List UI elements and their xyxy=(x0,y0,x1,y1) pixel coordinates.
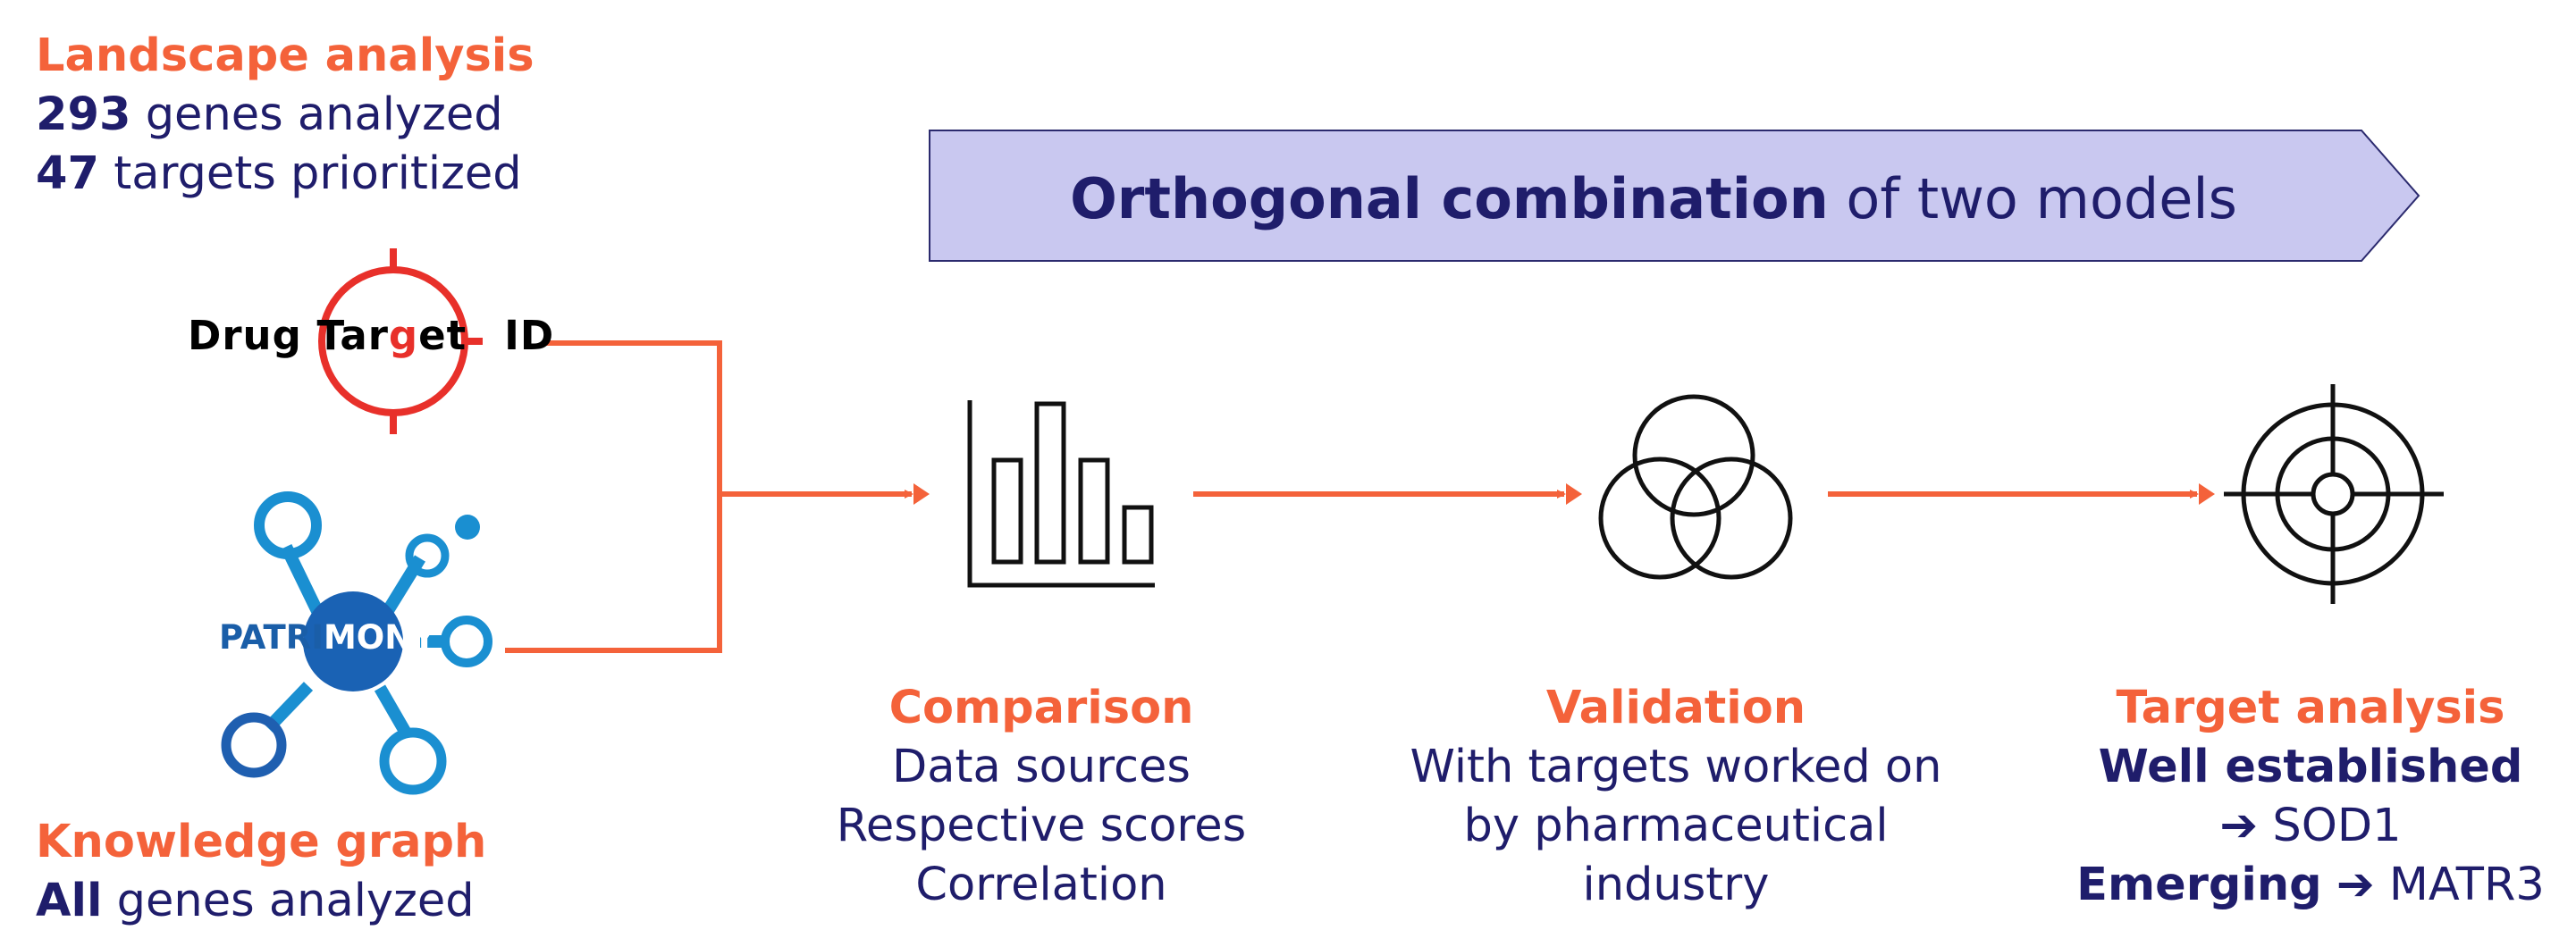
well-established-label: Well established xyxy=(2098,741,2523,793)
knowledge-block: Knowledge graph All genes analyzed xyxy=(36,813,486,931)
drug-target-logo-text-a: Drug Tar xyxy=(188,312,389,359)
validation-title: Validation xyxy=(1545,682,1806,734)
emerging-label: Emerging xyxy=(2076,859,2322,911)
comparison-title: Comparison xyxy=(888,682,1194,734)
comparison-line-2: Respective scores xyxy=(836,800,1247,852)
arrow-head-1 xyxy=(913,483,930,505)
validation-line-1: With targets worked on xyxy=(1410,741,1942,793)
landscape-block: Landscape analysis 293 genes analyzed 47… xyxy=(36,27,535,204)
patrimony-logo: PATRIMONY xyxy=(219,618,436,657)
genes-text: genes analyzed xyxy=(145,88,503,141)
validation-line-2: by pharmaceutical xyxy=(1463,800,1889,852)
comparison-line-3: Correlation xyxy=(915,859,1167,911)
drug-target-logo: Drug Target ID xyxy=(188,312,554,359)
arrow-right-icon: ➔ xyxy=(2336,859,2375,911)
banner-bold: Orthogonal combination xyxy=(1070,165,1829,231)
genes-count: 293 xyxy=(36,88,131,141)
drug-target-logo-text-b: et xyxy=(418,312,467,359)
knowledge-rest: genes analyzed xyxy=(116,875,475,927)
genes-analyzed-line: 293 genes analyzed xyxy=(36,86,535,145)
connector-lines xyxy=(505,340,2199,653)
drug-target-crosshair xyxy=(318,248,483,434)
arrow-head-3 xyxy=(2199,483,2215,505)
validation-line-3: industry xyxy=(1582,859,1770,911)
venn-diagram-icon xyxy=(1598,394,1793,580)
landscape-heading: Landscape analysis xyxy=(36,29,535,82)
targets-count: 47 xyxy=(36,147,99,200)
target-icon xyxy=(2224,384,2444,604)
targets-text: targets prioritized xyxy=(114,147,522,200)
banner-title: Orthogonal combination of two models xyxy=(930,154,2378,243)
patrimony-logo-text-a: PATRI xyxy=(219,618,324,657)
targets-prioritized-line: 47 targets prioritized xyxy=(36,145,535,204)
patrimony-dot xyxy=(455,515,480,540)
emerging-line: Emerging ➔ MATR3 xyxy=(2047,856,2574,915)
sod1-gene: SOD1 xyxy=(2272,800,2402,852)
target-analysis-title: Target analysis xyxy=(2116,682,2505,734)
sod1-line: ➔ SOD1 xyxy=(2047,797,2574,856)
patrimony-network xyxy=(221,491,492,795)
knowledge-all: All xyxy=(36,875,103,927)
comparison-line-1: Data sources xyxy=(892,741,1191,793)
patrimony-logo-text-b: MONY xyxy=(323,618,437,657)
validation-step: Validation With targets worked on by pha… xyxy=(1359,679,1993,915)
arrow-right-icon: ➔ xyxy=(2219,800,2259,852)
drug-target-logo-text-g: g xyxy=(388,312,419,359)
comparison-step: Comparison Data sources Respective score… xyxy=(769,679,1314,915)
banner-arrow xyxy=(929,130,2420,262)
knowledge-heading: Knowledge graph xyxy=(36,816,487,868)
target-analysis-step: Target analysis Well established ➔ SOD1 … xyxy=(2047,679,2574,915)
arrow-head-2 xyxy=(1566,483,1582,505)
drug-target-logo-text-c: ID xyxy=(504,312,555,359)
matr3-gene: MATR3 xyxy=(2388,859,2545,911)
patrimony-core xyxy=(303,591,403,691)
knowledge-genes-line: All genes analyzed xyxy=(36,872,486,931)
banner-rest: of two models xyxy=(1846,165,2237,231)
bar-chart-icon xyxy=(967,400,1155,588)
